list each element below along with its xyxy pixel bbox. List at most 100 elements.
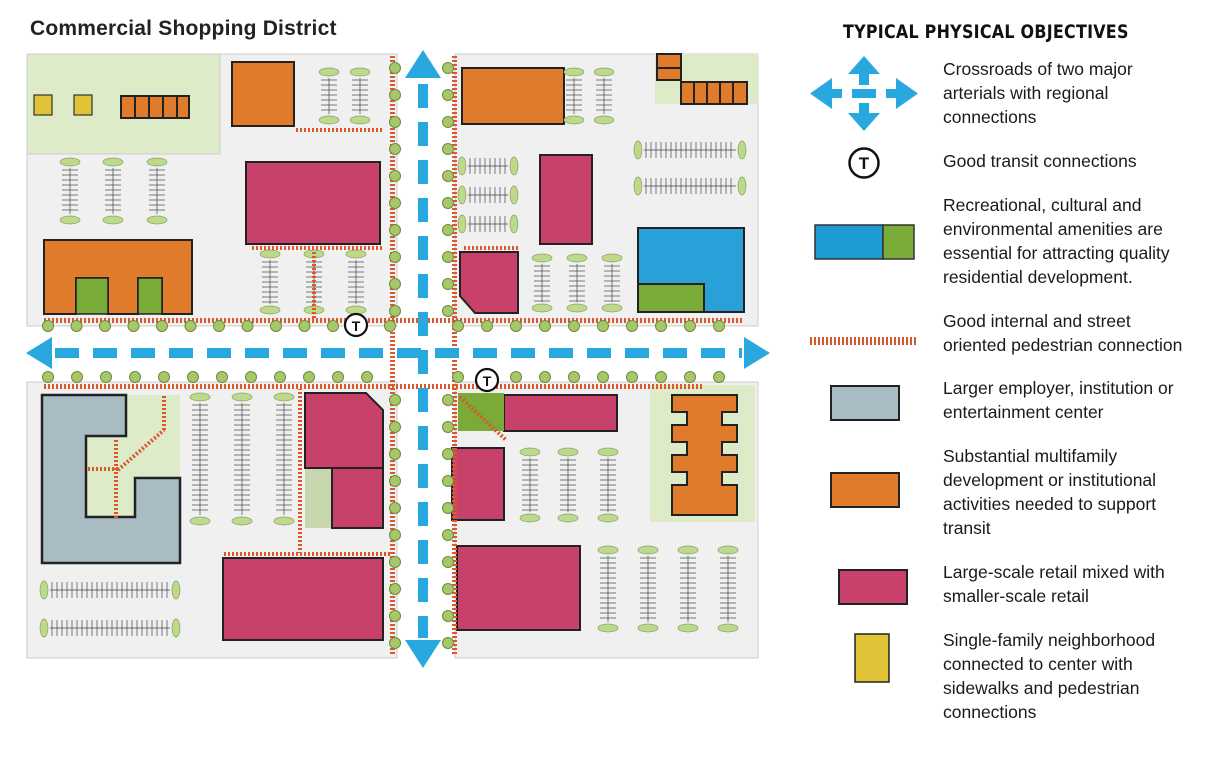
courtyards <box>75 277 163 315</box>
street-tree <box>442 637 454 649</box>
street-tree <box>655 320 667 332</box>
arrow-head-north <box>405 50 441 78</box>
pedestrian-path <box>114 438 118 518</box>
street-tree <box>389 89 401 101</box>
retail-building <box>331 467 384 529</box>
retail-building <box>451 447 505 521</box>
recreation-amenity <box>458 227 745 431</box>
house <box>73 94 93 116</box>
multifamily-building <box>671 394 738 516</box>
parking-row <box>102 157 124 225</box>
employer-swatch <box>830 385 900 421</box>
street-tree <box>270 320 282 332</box>
parking-row <box>457 185 519 205</box>
pedestrian-path <box>223 552 391 556</box>
street-tree <box>213 320 225 332</box>
street-tree <box>327 320 339 332</box>
street-tree <box>389 637 401 649</box>
street-tree <box>298 320 311 332</box>
parking-row <box>597 545 619 633</box>
pedestrian-line-icon <box>810 337 918 345</box>
retail-building <box>503 394 618 432</box>
street-tree <box>184 320 197 332</box>
open-space-south <box>305 468 332 528</box>
legend-text-employer: Larger employer, institution or entertai… <box>943 378 1174 422</box>
retail-swatch <box>838 569 908 605</box>
street-tree <box>389 421 401 433</box>
transit-marker-label: T <box>352 318 361 334</box>
retail-building <box>304 392 384 469</box>
street-tree <box>361 371 373 383</box>
street-tree <box>389 475 401 487</box>
transit-icon <box>474 367 500 393</box>
transit-stop: T <box>474 367 500 393</box>
multifamily-building <box>693 81 708 105</box>
transit-icon: T <box>848 147 880 179</box>
pedestrian-path <box>42 384 702 389</box>
street-tree <box>187 371 199 383</box>
street-tree <box>100 371 112 383</box>
parking-row <box>633 176 747 196</box>
parking-row <box>259 249 281 315</box>
multifamily-building <box>231 61 295 127</box>
street-tree <box>655 371 667 383</box>
pedestrian-path <box>88 467 118 471</box>
multifamily-building <box>656 67 682 81</box>
retail-building <box>222 557 384 641</box>
transit-stop: T <box>343 312 369 338</box>
street-tree <box>442 583 454 595</box>
street-tree <box>442 610 454 622</box>
street-tree <box>684 371 696 383</box>
street-tree <box>597 371 609 383</box>
pedestrian-path <box>252 246 384 250</box>
district-map: T T <box>26 50 770 668</box>
parking-row <box>717 545 739 633</box>
street-tree <box>241 320 254 332</box>
street-tree <box>713 320 725 332</box>
arrow-head-west <box>26 337 52 369</box>
street-tree <box>216 371 228 383</box>
parking-row <box>637 545 659 633</box>
street-tree <box>442 556 454 568</box>
multifamily-building <box>656 53 682 69</box>
parking-row <box>273 392 295 526</box>
street-tree <box>389 170 401 182</box>
street-tree <box>389 529 401 541</box>
street-tree <box>442 197 454 209</box>
arrow-head-east <box>744 337 770 369</box>
street-tree <box>442 89 454 101</box>
street-tree <box>442 448 454 460</box>
parking-row <box>318 67 340 125</box>
retail-building <box>459 251 519 314</box>
plaza-green <box>458 393 504 431</box>
street-tree <box>389 143 401 155</box>
parking-row <box>597 447 619 523</box>
retail-buildings <box>222 154 618 641</box>
multifamily-building <box>43 239 193 315</box>
multifamily-building <box>120 95 136 119</box>
retail-building <box>245 161 381 245</box>
legend-text-crossroads: Crossroads of two major arterials with r… <box>943 59 1133 127</box>
street-trees <box>42 62 725 649</box>
legend-text-multifamily: Substantial multifamily development or i… <box>943 446 1157 538</box>
transit-marker-label: T <box>483 373 492 389</box>
street-tree <box>539 371 551 383</box>
single-family-swatch <box>854 633 890 683</box>
street-tree <box>389 224 401 236</box>
legend-text-single-family: Single-family neighborhood connected to … <box>943 630 1156 722</box>
legend-text-retail: Large-scale retail mixed with smaller-sc… <box>943 562 1165 606</box>
house <box>33 94 53 116</box>
multifamily-building <box>706 81 721 105</box>
multifamily-building <box>134 95 150 119</box>
street-tree <box>129 371 141 383</box>
arrow-head-south <box>405 640 441 668</box>
pedestrian-path <box>312 250 316 318</box>
parking-row <box>345 249 367 315</box>
street-tree <box>389 305 401 317</box>
parking-row <box>39 580 181 600</box>
street-tree <box>442 421 454 433</box>
parking-row <box>677 545 699 633</box>
street-tree <box>303 371 315 383</box>
multifamily-building <box>148 95 164 119</box>
street-tree <box>626 320 638 332</box>
